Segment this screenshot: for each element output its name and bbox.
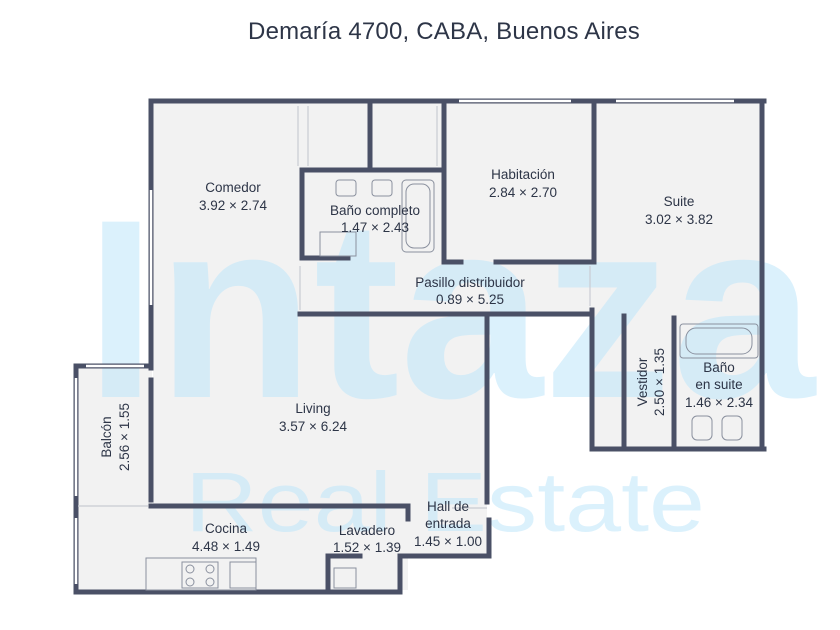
windows — [74, 99, 734, 584]
room-dims-vestidor: 2.50 × 1.35 — [652, 348, 667, 416]
page-title: Demaría 4700, CABA, Buenos Aires — [248, 18, 640, 45]
room-dims-bano-completo: 1.47 × 2.43 — [341, 220, 409, 235]
watermark-brand: Intaza — [85, 167, 817, 452]
room-dims-living: 3.57 × 6.24 — [279, 419, 347, 434]
watermark-tagline: Real Estate — [185, 455, 705, 549]
room-name-suite: Suite — [664, 194, 695, 209]
room-name-habitacion: Habitación — [491, 167, 555, 182]
room-dims-habitacion: 2.84 × 2.70 — [489, 185, 557, 200]
floor-fill — [78, 103, 761, 590]
room-dims-lavadero: 1.52 × 1.39 — [333, 540, 401, 555]
partitions — [78, 106, 591, 509]
room-name-bano-completo: Baño completo — [330, 203, 420, 218]
room-name2-hall: entrada — [425, 516, 471, 531]
room-dims-suite: 3.02 × 3.82 — [645, 212, 713, 227]
room-dims-cocina: 4.48 × 1.49 — [192, 539, 260, 554]
room-name-bano-suite: Baño — [703, 360, 735, 375]
room-name-pasillo: Pasillo distribuidor — [415, 275, 525, 290]
room-name2-bano-suite: en suite — [695, 377, 742, 392]
room-dims-pasillo: 0.89 × 5.25 — [436, 292, 504, 307]
room-dims-balcon: 2.56 × 1.55 — [117, 403, 132, 471]
room-dims-hall: 1.45 × 1.00 — [414, 534, 482, 549]
room-dims-comedor: 3.92 × 2.74 — [199, 198, 267, 213]
room-name-vestidor: Vestidor — [635, 357, 650, 406]
room-name-living: Living — [295, 401, 330, 416]
room-name-comedor: Comedor — [205, 180, 261, 195]
room-name-balcon: Balcón — [99, 416, 114, 457]
fixtures — [145, 179, 759, 591]
room-name-lavadero: Lavadero — [339, 523, 395, 538]
room-labels: Comedor 3.92 × 2.74 Baño completo 1.47 ×… — [99, 167, 753, 555]
room-dims-bano-suite: 1.46 × 2.34 — [685, 395, 753, 410]
room-name-cocina: Cocina — [205, 521, 248, 536]
room-name-hall: Hall de — [427, 499, 469, 514]
